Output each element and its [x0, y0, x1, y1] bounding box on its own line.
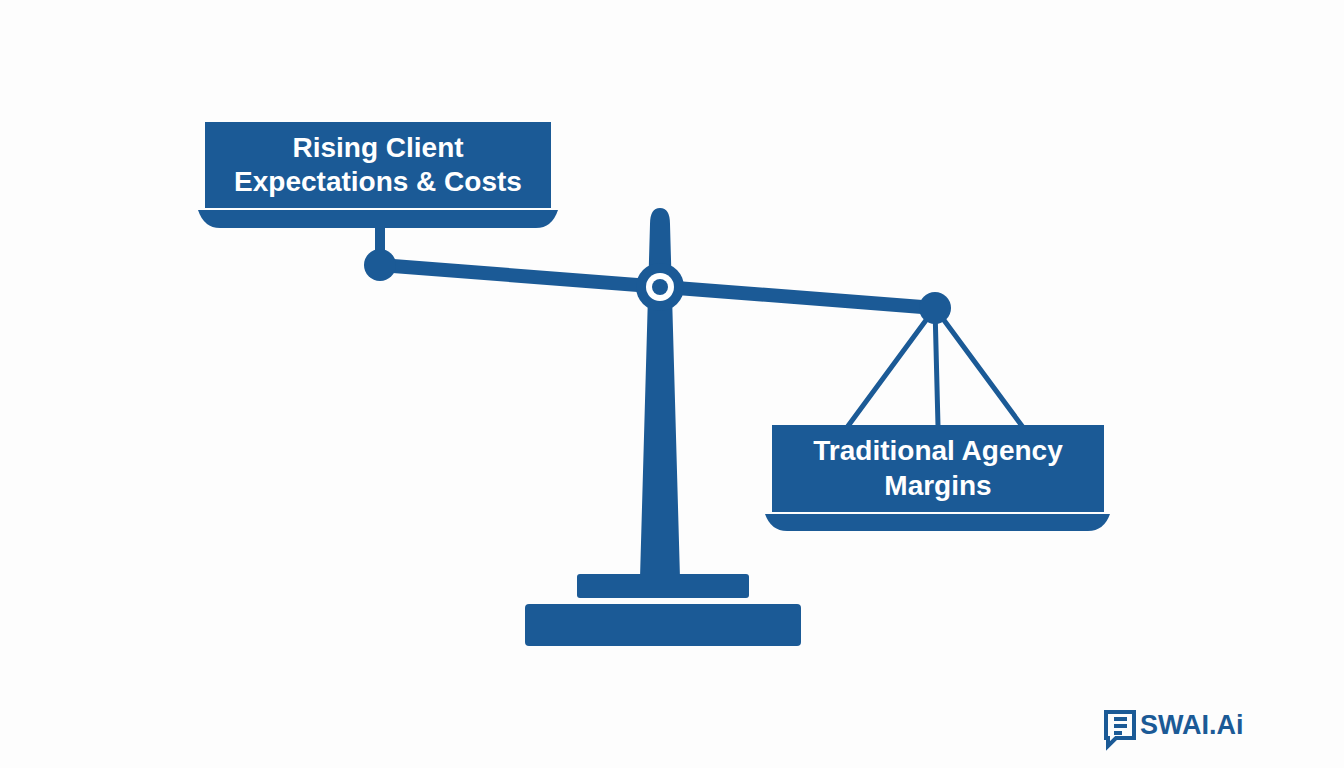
box-label: Rising Client Expectations & Costs [219, 131, 537, 199]
hanger-string [848, 308, 935, 426]
process-box: Rising Client Expectations & Costs [205, 122, 551, 208]
scale-base [525, 604, 801, 646]
right-pan [765, 514, 1110, 531]
box-label: Traditional Agency Margins [786, 434, 1090, 502]
pivot [636, 263, 684, 311]
logo-icon [1106, 712, 1134, 746]
scale-base-top [577, 574, 749, 598]
logo-text: SWAI.Ai [1140, 710, 1244, 741]
process-box: Traditional Agency Margins [772, 425, 1104, 512]
left-pan [198, 210, 558, 228]
hanger-string [935, 308, 1022, 426]
pivot-center [652, 279, 668, 295]
beam-end-knob [919, 292, 951, 324]
pivot-ring [646, 273, 674, 301]
hanger-string [935, 308, 938, 426]
beam-end-knob [364, 249, 396, 281]
